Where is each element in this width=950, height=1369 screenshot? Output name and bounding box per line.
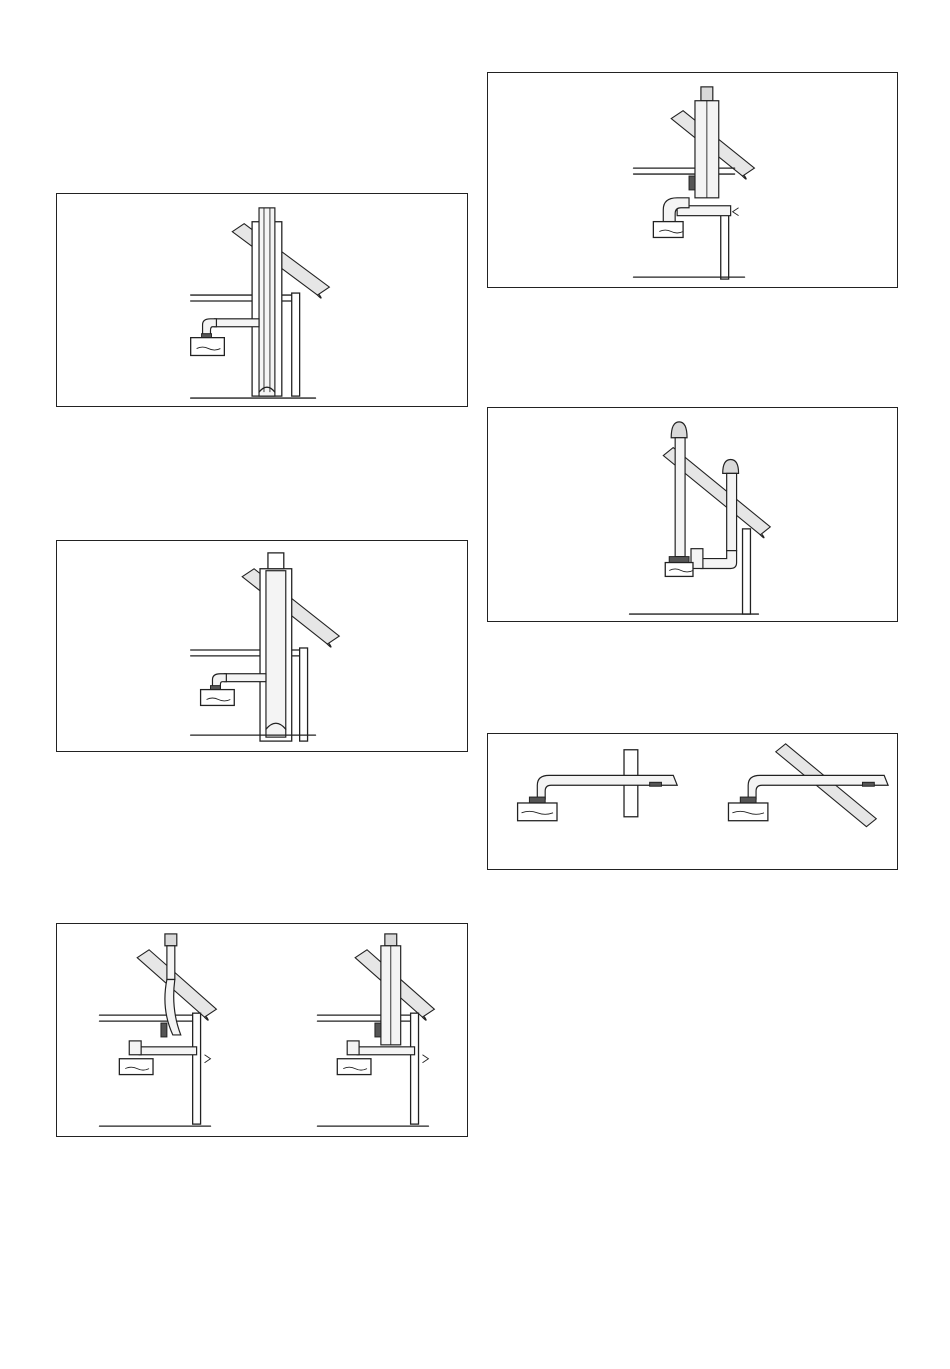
- chimney-connection-b-drawing: [57, 541, 467, 751]
- air-pipe-right: [727, 473, 737, 550]
- chimney-cap: [268, 553, 284, 569]
- diagram-panel-chimney-connection-a: [56, 193, 468, 407]
- flue-liner: [259, 208, 275, 396]
- boiler-unit: [191, 338, 225, 356]
- horizontal-terminals-drawing: [488, 734, 897, 869]
- boiler-unit: [201, 690, 235, 706]
- connector-pipe: [214, 319, 259, 327]
- coaxial-roof-pair-drawing: [57, 924, 467, 1136]
- vertical-roof-terminal-drawing: [488, 73, 897, 287]
- twin-pipe-roof-drawing: [488, 408, 897, 621]
- diagram-panel-vertical-roof-terminal: [487, 72, 898, 288]
- diagram-panel-horizontal-terminals: [487, 733, 898, 870]
- horizontal-flue-pipe: [537, 775, 677, 799]
- connector-pipe: [224, 674, 266, 682]
- diagram-panel-coaxial-roof-pair: [56, 923, 468, 1137]
- flue-pipe-left: [675, 438, 685, 557]
- chimney-connection-a-drawing: [57, 194, 467, 406]
- diagram-panel-twin-pipe-roof: [487, 407, 898, 622]
- diagram-panel-chimney-connection-b: [56, 540, 468, 752]
